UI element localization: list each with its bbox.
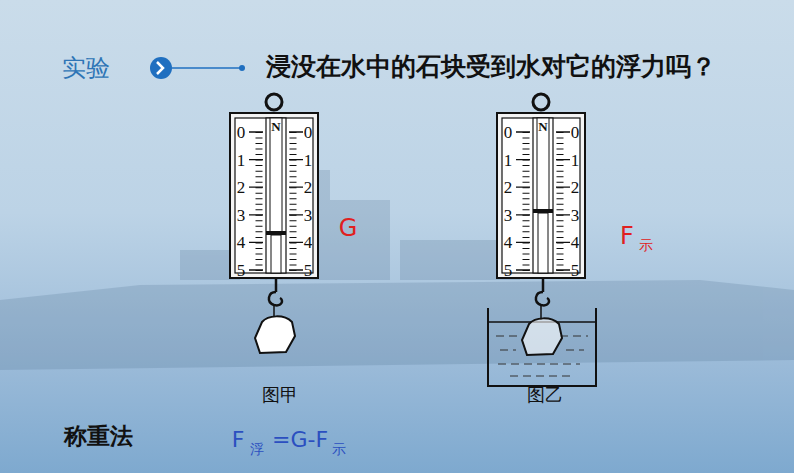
- scale-number: 2: [504, 179, 513, 196]
- figure-caption: 图乙: [527, 386, 563, 404]
- formula-symbol: F: [232, 429, 245, 451]
- scale-number: 0: [571, 124, 580, 141]
- force-symbol: F: [620, 224, 634, 248]
- unit-label: N: [271, 120, 280, 133]
- subscript: 示: [332, 442, 346, 456]
- scale-number: 2: [304, 179, 313, 196]
- spring-scale: [488, 94, 596, 386]
- scale-number: 5: [304, 262, 313, 279]
- scale-number: 1: [304, 151, 313, 168]
- chevron: [157, 62, 163, 74]
- scale-number: 0: [304, 124, 313, 141]
- scale-number: 5: [571, 262, 580, 279]
- scale-number: 4: [304, 234, 313, 251]
- scale-number: 3: [571, 206, 580, 223]
- ship-watermark: [0, 170, 794, 370]
- scale-number: 1: [237, 151, 246, 168]
- slide-title: 浸没在水中的石块受到水对它的浮力吗？: [266, 52, 716, 82]
- spring-scale: [230, 94, 318, 353]
- scale-number: 4: [504, 234, 513, 251]
- scale-number: 1: [504, 151, 513, 168]
- scale-number: 5: [237, 262, 246, 279]
- section-label: 实验: [62, 56, 110, 80]
- scale-number: 2: [571, 179, 580, 196]
- scale-number: 2: [237, 179, 246, 196]
- scale-number: 0: [237, 124, 246, 141]
- unit-label: N: [538, 120, 547, 133]
- subscript: 浮: [250, 442, 264, 456]
- scale-number: 4: [571, 234, 580, 251]
- scale-number: 5: [504, 262, 513, 279]
- scale-number: 3: [304, 206, 313, 223]
- scale-number: 0: [504, 124, 513, 141]
- formula: =G-F: [272, 429, 328, 451]
- weight-symbol: G: [339, 216, 358, 240]
- scale-number: 3: [237, 206, 246, 223]
- subscript: 示: [639, 238, 653, 252]
- method-name: 称重法: [64, 425, 133, 448]
- bullet-circle: [150, 57, 172, 79]
- divider-dot: [239, 65, 245, 71]
- scale-number: 3: [504, 206, 513, 223]
- scale-number: 4: [237, 234, 246, 251]
- divider-line: [172, 67, 240, 69]
- figure-caption: 图甲: [262, 386, 298, 404]
- scale-number: 1: [571, 151, 580, 168]
